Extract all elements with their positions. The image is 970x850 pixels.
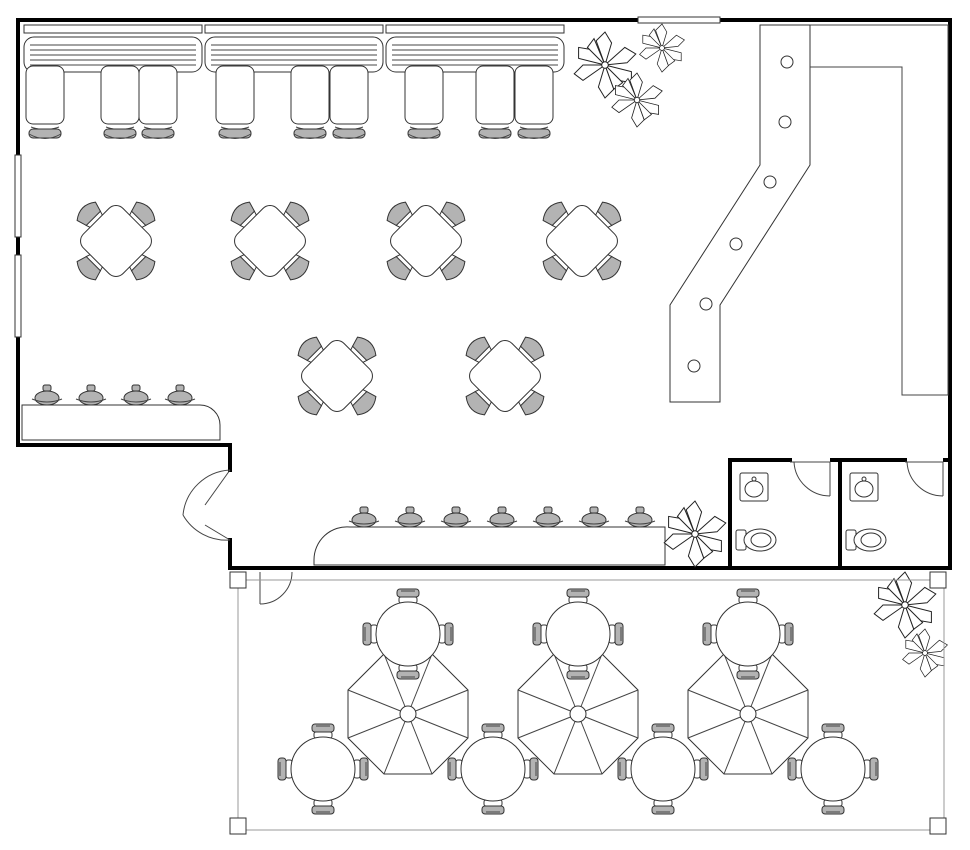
restroom-1	[735, 461, 831, 552]
square-table	[540, 199, 625, 284]
toilet-icon	[845, 528, 887, 552]
plant-icon	[639, 23, 685, 73]
bar-stool	[31, 384, 63, 406]
bar-stool	[164, 384, 196, 406]
bar-stool	[486, 506, 518, 528]
booth-chair	[25, 65, 65, 139]
square-table	[384, 199, 469, 284]
bar-stool	[532, 506, 564, 528]
plant-icon	[663, 500, 727, 568]
booth-chair	[100, 65, 140, 139]
booth-chair	[514, 65, 554, 139]
booth-chair	[215, 65, 255, 139]
window-top	[637, 16, 721, 24]
patio-boundary	[229, 571, 947, 835]
booth-chair	[404, 65, 444, 139]
restroom-2	[845, 461, 944, 552]
booth-chair	[138, 65, 178, 139]
booth-chair	[475, 65, 515, 139]
booth-bench-2	[204, 24, 384, 73]
square-table	[228, 199, 313, 284]
booth-chair	[329, 65, 369, 139]
bar-stool	[75, 384, 107, 406]
booth-bench-3	[385, 24, 565, 73]
service-bar	[669, 24, 949, 403]
square-table	[295, 334, 380, 419]
square-table	[74, 199, 159, 284]
window-left	[14, 154, 22, 338]
plant-icon	[902, 628, 948, 678]
entrance-door[interactable]	[182, 469, 231, 541]
bar-stool	[394, 506, 426, 528]
bar-stool	[120, 384, 152, 406]
booth-chairs	[25, 65, 554, 139]
booth-chair	[290, 65, 330, 139]
bottom-counter	[313, 526, 666, 566]
patio-door[interactable]	[259, 571, 293, 605]
plant-icon	[873, 571, 937, 639]
square-table	[463, 334, 548, 419]
bar-stool	[440, 506, 472, 528]
left-bar-stools	[31, 384, 196, 406]
left-counter	[21, 404, 221, 441]
bar-stool	[578, 506, 610, 528]
booth-bench-1	[23, 24, 203, 73]
square-tables	[74, 199, 625, 419]
sink-icon	[849, 472, 879, 502]
toilet-icon	[735, 528, 777, 552]
bottom-bar-stools	[348, 506, 656, 528]
bar-stool	[624, 506, 656, 528]
bar-lights	[687, 55, 794, 373]
bar-stool	[348, 506, 380, 528]
sink-icon	[739, 472, 769, 502]
